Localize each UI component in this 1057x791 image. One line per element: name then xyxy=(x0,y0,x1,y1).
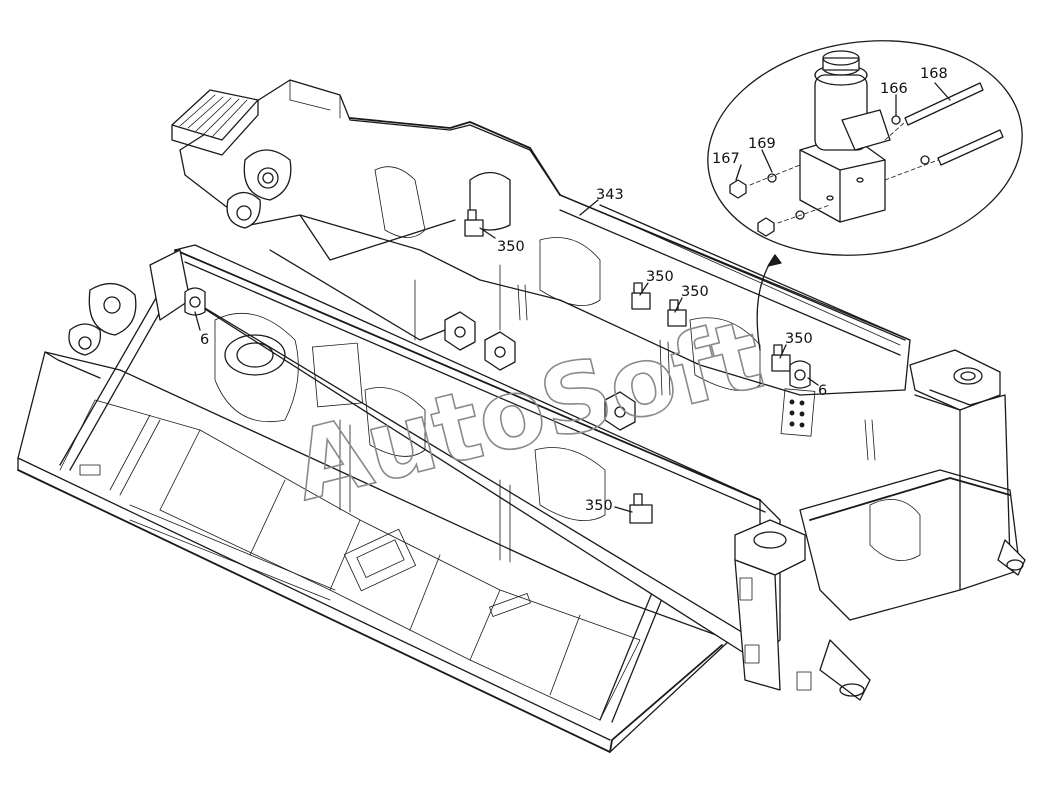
lower-front-frame xyxy=(17,264,731,753)
callout-343: 343 xyxy=(596,187,624,203)
callout-6-b: 6 xyxy=(818,383,827,399)
rear-upper-frame xyxy=(171,79,1001,411)
right-end-unit xyxy=(734,389,1026,701)
front-main-beam xyxy=(68,244,781,661)
callout-169: 169 xyxy=(748,136,776,152)
callout-350-d: 350 xyxy=(785,331,813,347)
callout-labels: 343 350 350 350 350 350 6 6 166 167 168 … xyxy=(200,66,948,514)
switch-units xyxy=(184,209,811,524)
callout-350-e: 350 xyxy=(585,498,613,514)
detail-pointer-arrowhead xyxy=(767,254,782,267)
callout-6-a: 6 xyxy=(200,332,209,348)
middle-cross-members xyxy=(269,171,876,461)
callout-166: 166 xyxy=(880,81,908,97)
callout-167: 167 xyxy=(712,151,740,167)
callout-350-a: 350 xyxy=(497,239,525,255)
callout-350-c: 350 xyxy=(681,284,709,300)
valve-detail-view xyxy=(707,40,1023,256)
callout-168: 168 xyxy=(920,66,948,82)
callout-350-b: 350 xyxy=(646,269,674,285)
